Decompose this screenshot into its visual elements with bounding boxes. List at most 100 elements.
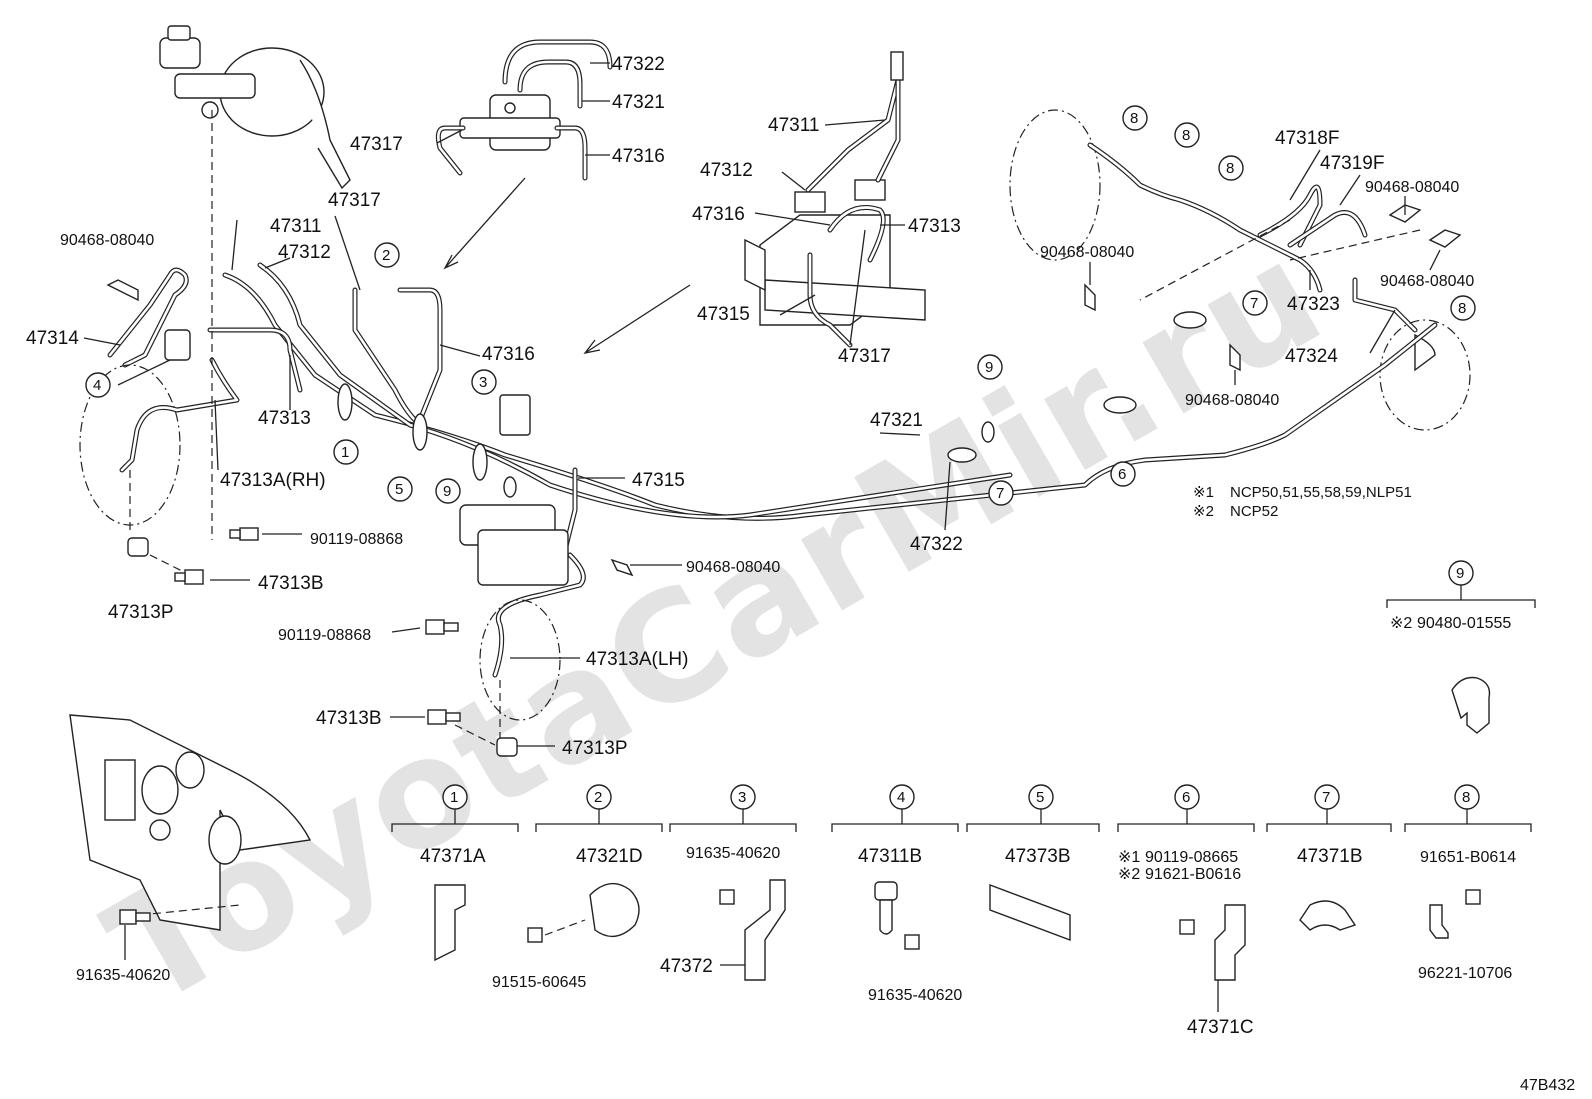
label-47311-left: 47311 xyxy=(270,216,321,237)
label-47313B-b: 47313B xyxy=(316,708,382,729)
legend-8-num: 8 xyxy=(1462,789,1470,806)
label-47317-inset: 47317 xyxy=(838,346,891,367)
legend-8: 8 91651-B0614 96221-10706 xyxy=(1404,784,1532,982)
legend-6-num: 6 xyxy=(1182,789,1190,806)
label-47322: 47322 xyxy=(612,54,665,75)
note-1-mark: ※1 xyxy=(1193,484,1214,501)
callout-5: 5 xyxy=(387,476,413,502)
legend-2-part-47321D: 47321D xyxy=(576,846,643,867)
legend-4-part-91635: 91635-40620 xyxy=(868,987,962,1004)
watermark: ToyotaCarMir.ru xyxy=(81,208,1351,1041)
label-47314: 47314 xyxy=(26,328,79,349)
legend-6-part-90119: 90119-08665 xyxy=(1145,849,1238,866)
svg-text:6: 6 xyxy=(1118,466,1126,483)
label-47323: 47323 xyxy=(1287,294,1340,315)
note-2-text: NCP52 xyxy=(1230,503,1278,520)
legend-7-part-47371B: 47371B xyxy=(1297,846,1363,867)
label-47319F: 47319F xyxy=(1320,153,1384,174)
label-47315-main: 47315 xyxy=(632,470,685,491)
legend-2-part-91515: 91515-60645 xyxy=(492,974,586,991)
label-47321-main: 47321 xyxy=(870,410,923,431)
label-47316-top: 47316 xyxy=(612,146,665,167)
label-47318F: 47318F xyxy=(1275,128,1339,149)
label-47321: 47321 xyxy=(612,92,665,113)
bolt-47313B-a xyxy=(174,569,204,585)
legend-6-mark-1: ※1 xyxy=(1118,849,1140,866)
legend-3-part-47372: 47372 xyxy=(660,956,713,977)
callout-7a: 7 xyxy=(1242,290,1268,316)
label-90119-b: 90119-08868 xyxy=(278,627,371,644)
legend-6-part-47371C: 47371C xyxy=(1187,1017,1254,1038)
svg-text:8: 8 xyxy=(1130,110,1138,127)
svg-text:3: 3 xyxy=(479,374,487,391)
legend-6-part-91621: 91621-B0616 xyxy=(1145,866,1241,883)
legend-1-num: 1 xyxy=(450,789,458,806)
svg-text:4: 4 xyxy=(93,377,101,394)
legend-7: 7 47371B xyxy=(1266,784,1392,931)
callout-9b: 9 xyxy=(435,478,461,504)
label-47313B-a: 47313B xyxy=(258,573,324,594)
label-90468-left: 90468-08040 xyxy=(60,232,154,249)
figure-code: 47B432 xyxy=(1520,1077,1575,1094)
svg-text:7: 7 xyxy=(996,485,1004,502)
callout-7b: 7 xyxy=(988,480,1014,506)
legend-2-num: 2 xyxy=(594,789,602,806)
svg-text:7: 7 xyxy=(1250,295,1258,312)
legend-6: 6 ※1 90119-08665 ※2 91621-B0616 47371C xyxy=(1117,784,1255,1038)
label-90468-rt4: 90468-08040 xyxy=(1185,392,1279,409)
callout-1: 1 xyxy=(333,439,359,465)
legend-3: 3 91635-40620 47372 xyxy=(660,784,797,981)
label-90480-mark: ※2 xyxy=(1390,615,1412,632)
label-47313P-b: 47313P xyxy=(562,738,628,759)
callout-8a: 8 xyxy=(1122,105,1148,131)
label-47312-left: 47312 xyxy=(278,242,331,263)
label-90468-rt1: 90468-08040 xyxy=(1365,179,1459,196)
master-cylinder-illustration xyxy=(159,25,351,190)
bolt-90119-a xyxy=(229,527,259,541)
abs-actuator-inset xyxy=(583,51,926,354)
bolt-90119-b xyxy=(425,619,459,635)
legend-3-num: 3 xyxy=(738,789,746,806)
legend-5: 5 47373B xyxy=(966,784,1100,942)
legend-3-part-91635: 91635-40620 xyxy=(686,845,780,862)
callout-2: 2 xyxy=(374,242,400,268)
legend-8-part-96221: 96221-10706 xyxy=(1418,965,1512,982)
callouts: 1 2 3 4 5 6 7 7 8 8 8 8 9 9 9 xyxy=(85,105,1476,586)
callout-9a: 9 xyxy=(977,354,1003,380)
rear-brake-lines xyxy=(1009,109,1471,431)
label-90468-rt3: 90468-08040 xyxy=(1380,273,1474,290)
legend-8-part-91651: 91651-B0614 xyxy=(1420,849,1516,866)
label-47312-inset: 47312 xyxy=(700,160,753,181)
detail-9 xyxy=(1386,585,1536,734)
callout-6: 6 xyxy=(1110,461,1136,487)
svg-text:8: 8 xyxy=(1226,160,1234,177)
label-47324: 47324 xyxy=(1285,346,1338,367)
label-47317-left: 47317 xyxy=(328,190,381,211)
svg-text:1: 1 xyxy=(341,444,349,461)
label-47313A-LH: 47313A(LH) xyxy=(586,649,688,670)
legend-7-num: 7 xyxy=(1322,789,1330,806)
label-47315-inset: 47315 xyxy=(697,304,750,325)
legend-4-num: 4 xyxy=(897,789,905,806)
label-47313-inset: 47313 xyxy=(908,216,961,237)
legend-6-mark-2: ※2 xyxy=(1118,866,1140,883)
legend-4-part-47311B: 47311B xyxy=(858,846,922,867)
note-1-text: NCP50,51,55,58,59,NLP51 xyxy=(1230,484,1412,501)
svg-text:9: 9 xyxy=(985,359,993,376)
svg-text:2: 2 xyxy=(382,247,390,264)
legend-2: 2 47321D 91515-60645 xyxy=(492,784,663,991)
label-47317-top: 47317 xyxy=(350,134,403,155)
callout-9c: 9 xyxy=(1448,560,1474,586)
legend-5-num: 5 xyxy=(1036,789,1044,806)
main-brake-lines xyxy=(79,110,1438,757)
svg-text:9: 9 xyxy=(1456,565,1464,582)
label-47322-main: 47322 xyxy=(910,534,963,555)
label-47313P-a: 47313P xyxy=(108,602,174,623)
legend-1-part-47371A: 47371A xyxy=(420,846,486,867)
svg-text:8: 8 xyxy=(1182,127,1190,144)
label-47316-inset: 47316 xyxy=(692,204,745,225)
legend-4: 4 47311B 91635-40620 xyxy=(831,784,962,1004)
firewall-panel xyxy=(69,714,312,960)
callout-8d: 8 xyxy=(1450,295,1476,321)
